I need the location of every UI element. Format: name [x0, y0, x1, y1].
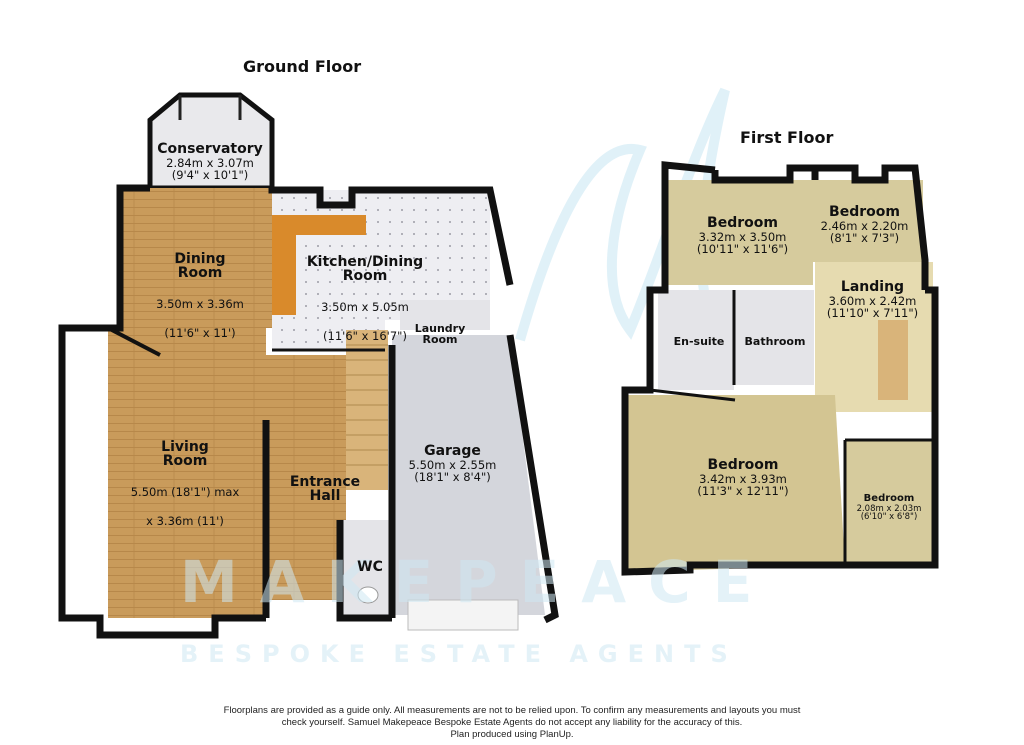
bedroom-4-dims: 2.08m x 2.03m	[856, 503, 922, 514]
living-dims: 5.50m (18'1") max	[130, 484, 240, 499]
label-bathroom: Bathroom	[740, 336, 810, 348]
laundry-name: Laundry Room	[414, 321, 466, 347]
label-living: Living Room 5.50m (18'1") max x 3.36m (1…	[115, 423, 255, 544]
label-bedroom-1: Bedroom 3.32m x 3.50m (10'11" x 11'6")	[680, 216, 805, 255]
living-name: Living Room	[161, 438, 209, 470]
living-imperial: x 3.36m (11')	[146, 513, 224, 528]
room-bathroom	[734, 290, 814, 385]
bedroom-2-imperial: (8'1" x 7'3")	[829, 230, 900, 245]
bedroom-4-name: Bedroom	[863, 493, 915, 504]
garage-imperial: (18'1" x 8'4")	[414, 469, 491, 484]
hall-name: Entrance Hall	[289, 473, 361, 505]
label-bedroom-2: Bedroom 2.46m x 2.20m (8'1" x 7'3")	[812, 205, 917, 244]
dining-imperial: (11'6" x 11')	[164, 325, 236, 340]
room-hall	[266, 355, 346, 600]
bedroom-1-imperial: (10'11" x 11'6")	[696, 241, 789, 256]
kitchen-name: Kitchen/Dining Room	[306, 253, 424, 285]
first-floor-title: First Floor	[740, 128, 834, 147]
bedroom-3-name: Bedroom	[707, 457, 779, 473]
bedroom-2-dims: 2.46m x 2.20m	[820, 218, 909, 233]
bathroom-name: Bathroom	[744, 335, 806, 348]
dining-dims: 3.50m x 3.36m	[156, 296, 244, 311]
kitchen-imperial: (11'6" x 16'7")	[323, 328, 407, 343]
room-bedroom-4	[845, 440, 933, 565]
landing-dims: 3.60m x 2.42m	[828, 293, 917, 308]
room-landing	[815, 262, 933, 412]
conservatory-dims: 2.84m x 3.07m	[166, 155, 254, 170]
disclaimer-line: Floorplans are provided as a guide only.…	[223, 705, 801, 716]
bedroom-1-name: Bedroom	[707, 215, 778, 231]
dining-name: Dining Room	[174, 250, 226, 282]
label-wc: WC	[350, 560, 390, 575]
bedroom-4-imperial: (6'10" x 6'8")	[860, 512, 918, 523]
label-landing: Landing 3.60m x 2.42m (11'10" x 7'11")	[815, 280, 930, 319]
staircase	[346, 330, 388, 490]
disclaimer-line: Plan produced using PlanUp.	[450, 729, 574, 740]
label-conservatory: Conservatory 2.84m x 3.07m (9'4" x 10'1"…	[140, 142, 280, 181]
conservatory-imperial: (9'4" x 10'1")	[171, 167, 249, 182]
room-bedroom-3	[625, 395, 845, 572]
room-living	[108, 328, 266, 618]
room-laundry	[400, 300, 490, 330]
staircase-first	[878, 320, 908, 400]
label-bedroom-4: Bedroom 2.08m x 2.03m (6'10" x 6'8")	[848, 493, 930, 523]
disclaimer-line: check yourself. Samuel Makepeace Bespoke…	[281, 717, 743, 728]
wc-name: WC	[357, 559, 383, 575]
bedroom-1-dims: 3.32m x 3.50m	[698, 229, 787, 244]
landing-imperial: (11'10" x 7'11")	[826, 305, 919, 320]
first-floor-plan	[621, 161, 939, 576]
room-dining	[120, 188, 272, 328]
watermark-makepeace: MAKEPEACE	[180, 548, 775, 616]
garage-dims: 5.50m x 2.55m	[408, 457, 497, 472]
label-dining: Dining Room 3.50m x 3.36m (11'6" x 11')	[135, 235, 265, 356]
bedroom-2-name: Bedroom	[829, 204, 900, 220]
ensuite-name: En-suite	[673, 335, 725, 348]
label-garage: Garage 5.50m x 2.55m (18'1" x 8'4")	[400, 444, 505, 483]
label-ensuite: En-suite	[666, 336, 732, 348]
room-bedroom-2	[813, 180, 923, 262]
label-kitchen: Kitchen/Dining Room 3.50m x 5.05m (11'6"…	[295, 238, 435, 359]
ground-floor-title: Ground Floor	[243, 57, 362, 76]
ground-floor-plan	[58, 92, 559, 639]
garage-name: Garage	[424, 443, 481, 459]
disclaimer: Floorplans are provided as a guide only.…	[160, 705, 864, 741]
watermark-tagline: BESPOKE ESTATE AGENTS	[180, 640, 738, 668]
landing-name: Landing	[840, 279, 905, 295]
room-garage	[392, 335, 545, 615]
conservatory-name: Conservatory	[157, 141, 263, 157]
bedroom-3-dims: 3.42m x 3.93m	[699, 471, 787, 486]
label-laundry: Laundry Room	[405, 306, 475, 363]
kitchen-dims: 3.50m x 5.05m	[321, 299, 409, 314]
label-bedroom-3: Bedroom 3.42m x 3.93m (11'3" x 12'11")	[678, 458, 808, 497]
room-ensuite	[658, 290, 734, 390]
bedroom-3-imperial: (11'3" x 12'11")	[697, 483, 789, 498]
room-bedroom-1	[665, 180, 813, 285]
label-hall: Entrance Hall	[280, 458, 370, 521]
